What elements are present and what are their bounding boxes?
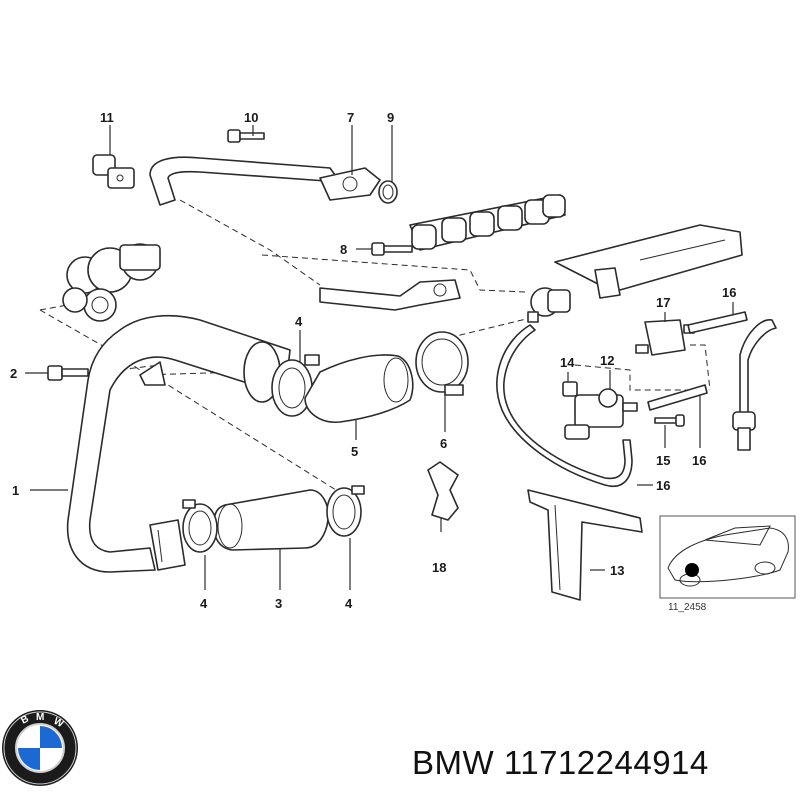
bmw-logo: B M W [2,710,78,786]
part-14-connector [562,381,578,397]
part-6-clamp [415,331,469,396]
part-2-bolt [47,365,89,381]
intake-manifold [554,224,743,299]
part-18-clip [427,461,459,521]
svg-text:B: B [19,714,31,727]
callout-8: 8 [340,242,347,257]
callout-17: 17 [656,295,670,310]
part-16-hose-vertical [732,319,777,451]
part-5-elbow-hose [304,354,414,423]
boost-sensor [527,287,571,323]
exhaust-manifold [409,194,566,251]
part-12-solenoid-valve [564,388,638,440]
callout-16-top: 16 [722,285,736,300]
part-4-clamp-upper [243,341,320,417]
part-17-filter [635,319,695,356]
callout-4-upper: 4 [295,314,303,329]
callout-4-lower-right: 4 [345,596,353,611]
svg-text:M: M [36,712,44,723]
part-7-pipe [149,156,381,206]
part-13-bracket [527,489,643,601]
turbocharger [62,243,161,322]
part-4-clamp-lower-left [182,499,218,553]
part-11-clamp [92,154,135,189]
callout-12: 12 [600,353,614,368]
callout-7: 7 [347,110,354,125]
callout-4-lower-left: 4 [200,596,208,611]
part-9-gasket [378,180,398,204]
part-16-hose-short [687,311,748,334]
callout-labels: 11 10 7 9 8 4 2 1 5 6 14 12 17 16 15 16 … [10,110,736,611]
pipe-bracket [139,361,166,386]
part-number-caption: BMW 11712244914 [412,744,709,781]
callout-10: 10 [244,110,258,125]
callout-15: 15 [656,453,670,468]
callout-14: 14 [560,355,575,370]
part-8-bolt [371,242,413,256]
callout-2: 2 [10,366,17,381]
callout-18: 18 [432,560,446,575]
callout-16-mid: 16 [692,453,706,468]
inset-car-view: 11_2458 [659,515,796,613]
leader-lines [25,125,734,590]
part-10-bolt [227,129,265,143]
callout-6: 6 [440,436,447,451]
part-16-hose-mid [647,384,708,411]
callout-9: 9 [387,110,394,125]
part-3-hose [212,489,330,551]
part-15-screw [654,414,685,427]
location-marker [685,563,699,577]
egr-pipe [319,279,461,311]
callout-11: 11 [100,110,114,125]
callout-5: 5 [351,444,358,459]
inset-ref-code: 11_2458 [668,602,707,613]
vacuum-hose [496,324,633,487]
callout-1: 1 [12,483,19,498]
callout-13: 13 [610,563,624,578]
callout-3: 3 [275,596,282,611]
callout-16-low: 16 [656,478,670,493]
part-1-intake-pipe [66,314,291,573]
part-4-clamp-lower-right [326,485,365,537]
